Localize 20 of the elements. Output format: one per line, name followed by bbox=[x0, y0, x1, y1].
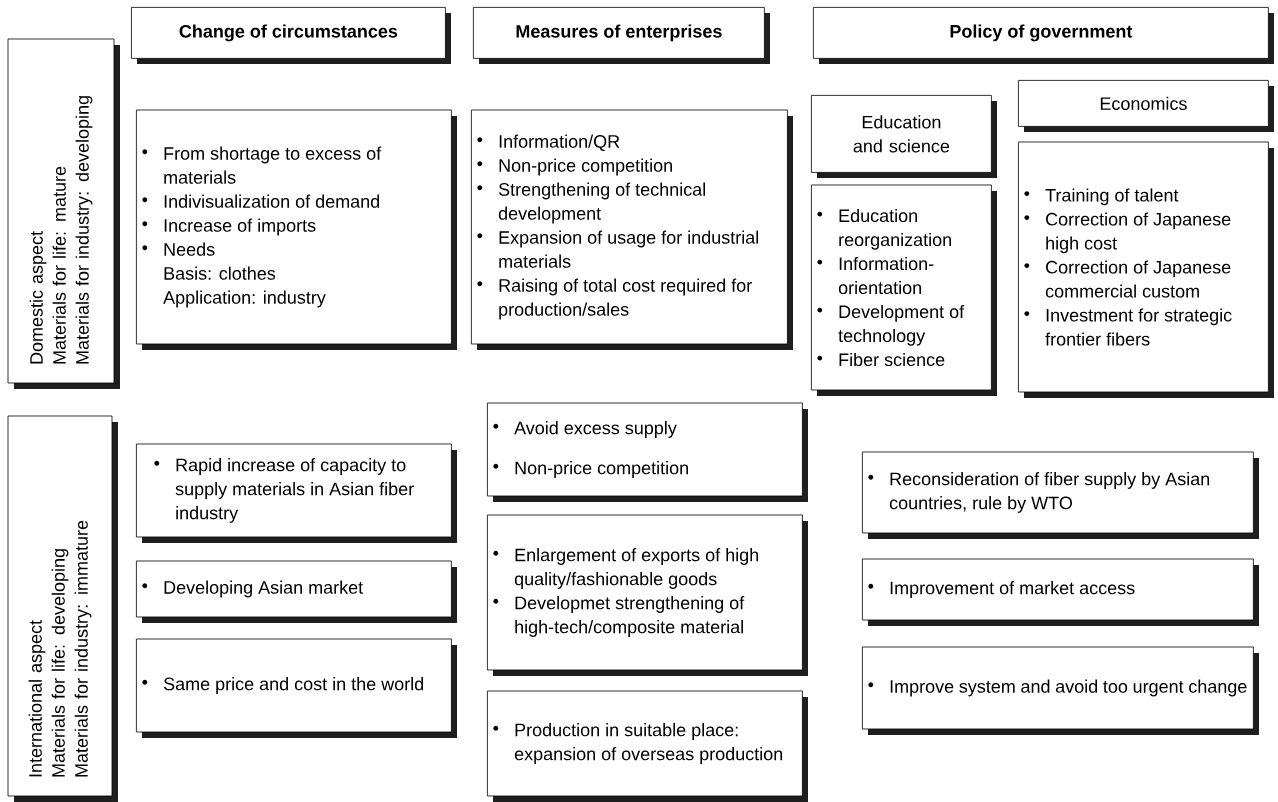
category-box: Economics bbox=[1018, 80, 1274, 132]
aspect-box: Domestic aspect Materials for life: mature Materials for industry: developing bbox=[7, 38, 120, 389]
text-box: Improve system and avoid too urgent change bbox=[862, 646, 1259, 735]
text-box: Same price and cost in the world bbox=[136, 638, 457, 738]
header-box: Change of circumstances bbox=[131, 7, 451, 64]
text-box: Developing Asian market bbox=[136, 560, 457, 623]
text-box: Training of talent Correction of Japanese high cost Correction of Japanese commercial custom Investment for strategic frontier fibers bbox=[1018, 141, 1274, 398]
text-box: Education reorganization Information-orientation Development of technology Fiber science bbox=[811, 184, 997, 396]
text-box: Information/QR Non-price competition Strengthening of technical development Expansion of usage for industrial materials Raising of total cost required for production/sales bbox=[471, 109, 793, 350]
text-box: Improvement of market access bbox=[862, 558, 1259, 626]
header-box: Measures of enterprises bbox=[473, 7, 770, 64]
text-box: Enlargement of exports of high quality/fashionable goods Developmet strengthening of high-tech/composite material bbox=[487, 514, 808, 676]
aspect-box: International aspect Materials for life: developing Materials for industry: immature bbox=[7, 415, 118, 802]
text-box: Production in suitable place: expansion of overseas production bbox=[487, 690, 808, 802]
text-box: Rapid increase of capacity to supply materials in Asian fiber industry bbox=[136, 443, 457, 543]
text-box: Reconsideration of fiber supply by Asian countries, rule by WTO bbox=[862, 451, 1259, 539]
text-box: Avoid excess supply Non-price competition bbox=[487, 402, 808, 502]
category-box: Education and science bbox=[811, 95, 997, 178]
text-box: From shortage to excess of materials Indivisualization of demand Increase of imports Needs Basis: clothes Application: industry bbox=[136, 109, 457, 350]
header-box: Policy of government bbox=[813, 7, 1274, 64]
